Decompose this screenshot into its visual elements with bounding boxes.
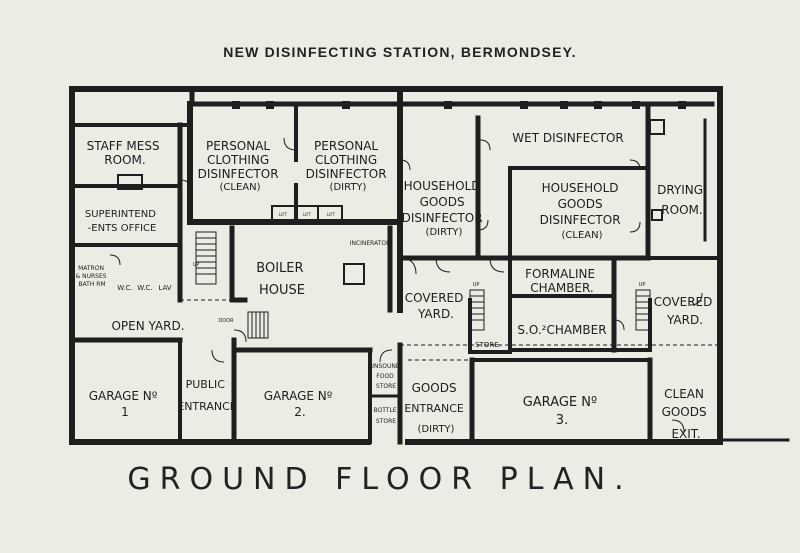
garage3-label: GARAGE Nº 3. (523, 395, 602, 428)
incinerator-label: INCINERATOR (350, 240, 391, 247)
main-walls (69, 86, 790, 445)
drying-room-label: DRYING ROOM. (657, 183, 707, 217)
superintendents-office-label: SUPERINTEND -ENTS OFFICE (85, 209, 159, 234)
bottle-store-label: BOTTLE STORE (373, 407, 398, 425)
goods-entrance-label: GOODS ENTRANCE (DIRTY) (404, 381, 467, 435)
garage1-label: GARAGE Nº 1 (89, 389, 162, 419)
lift-label-1: LIFT (279, 212, 288, 217)
boiler-house-label: BOILER HOUSE (256, 261, 307, 298)
wall-piers (232, 101, 686, 109)
store-label: STORE. (475, 341, 501, 349)
covered-yard-2-label: COVERED YARD. (654, 295, 716, 327)
wet-disinfector-label: WET DISINFECTOR (512, 131, 623, 145)
incinerator-block (343, 263, 365, 285)
drying-unit (649, 119, 665, 135)
household-clean-label: HOUSEHOLD GOODS DISINFECTOR (CLEAN) (540, 181, 625, 241)
stairs (195, 231, 651, 339)
personal-dirty-label: PERSONAL CLOTHING DISINFECTOR (DIRTY) (306, 139, 391, 193)
up-label-2: UP (473, 282, 480, 288)
unsound-food-label: UNSOUND FOOD STORE (370, 363, 403, 390)
equipment (117, 119, 665, 285)
covered-yard-1-label: COVERED YARD. (405, 291, 467, 321)
plan-title: NEW DISINFECTING STATION, BERMONDSEY. (223, 44, 577, 60)
formaline-label: FORMALINE CHAMBER. (525, 267, 599, 295)
fireplace (117, 174, 143, 190)
up-label-3: UP (639, 282, 646, 288)
wc1-label: W.C. (117, 284, 132, 292)
personal-clean-label: PERSONAL CLOTHING DISINFECTOR (CLEAN) (198, 139, 283, 193)
dashed-lines (180, 299, 720, 361)
lav-label: LAV (158, 284, 171, 292)
so2-chamber-label: S.O.²CHAMBER (517, 323, 606, 337)
public-entrance-label: PUBLIC ENTRANCE (177, 378, 237, 413)
up-label-1: UP (193, 262, 200, 268)
lift-label-2: LIFT (303, 212, 312, 217)
garage2-label: GARAGE Nº 2. (264, 389, 337, 419)
wc2-label: W.C. (137, 284, 152, 292)
lift-boxes (271, 205, 343, 223)
door-label: DOOR (218, 318, 234, 324)
household-dirty-label: HOUSEHOLD GOODS DISINFECTOR (DIRTY) (402, 179, 487, 238)
clean-goods-exit-label: CLEAN GOODS EXIT. (662, 387, 711, 441)
plan-caption: GROUND FLOOR PLAN. (127, 462, 633, 497)
staff-mess-label: STAFF MESS ROOM. (87, 139, 164, 167)
lift-label-3: LIFT (327, 212, 336, 217)
door-swings (109, 137, 703, 433)
matron-bath-label: MATRON & NURSES BATH RM (76, 265, 109, 288)
open-yard-label: OPEN YARD. (111, 319, 184, 333)
